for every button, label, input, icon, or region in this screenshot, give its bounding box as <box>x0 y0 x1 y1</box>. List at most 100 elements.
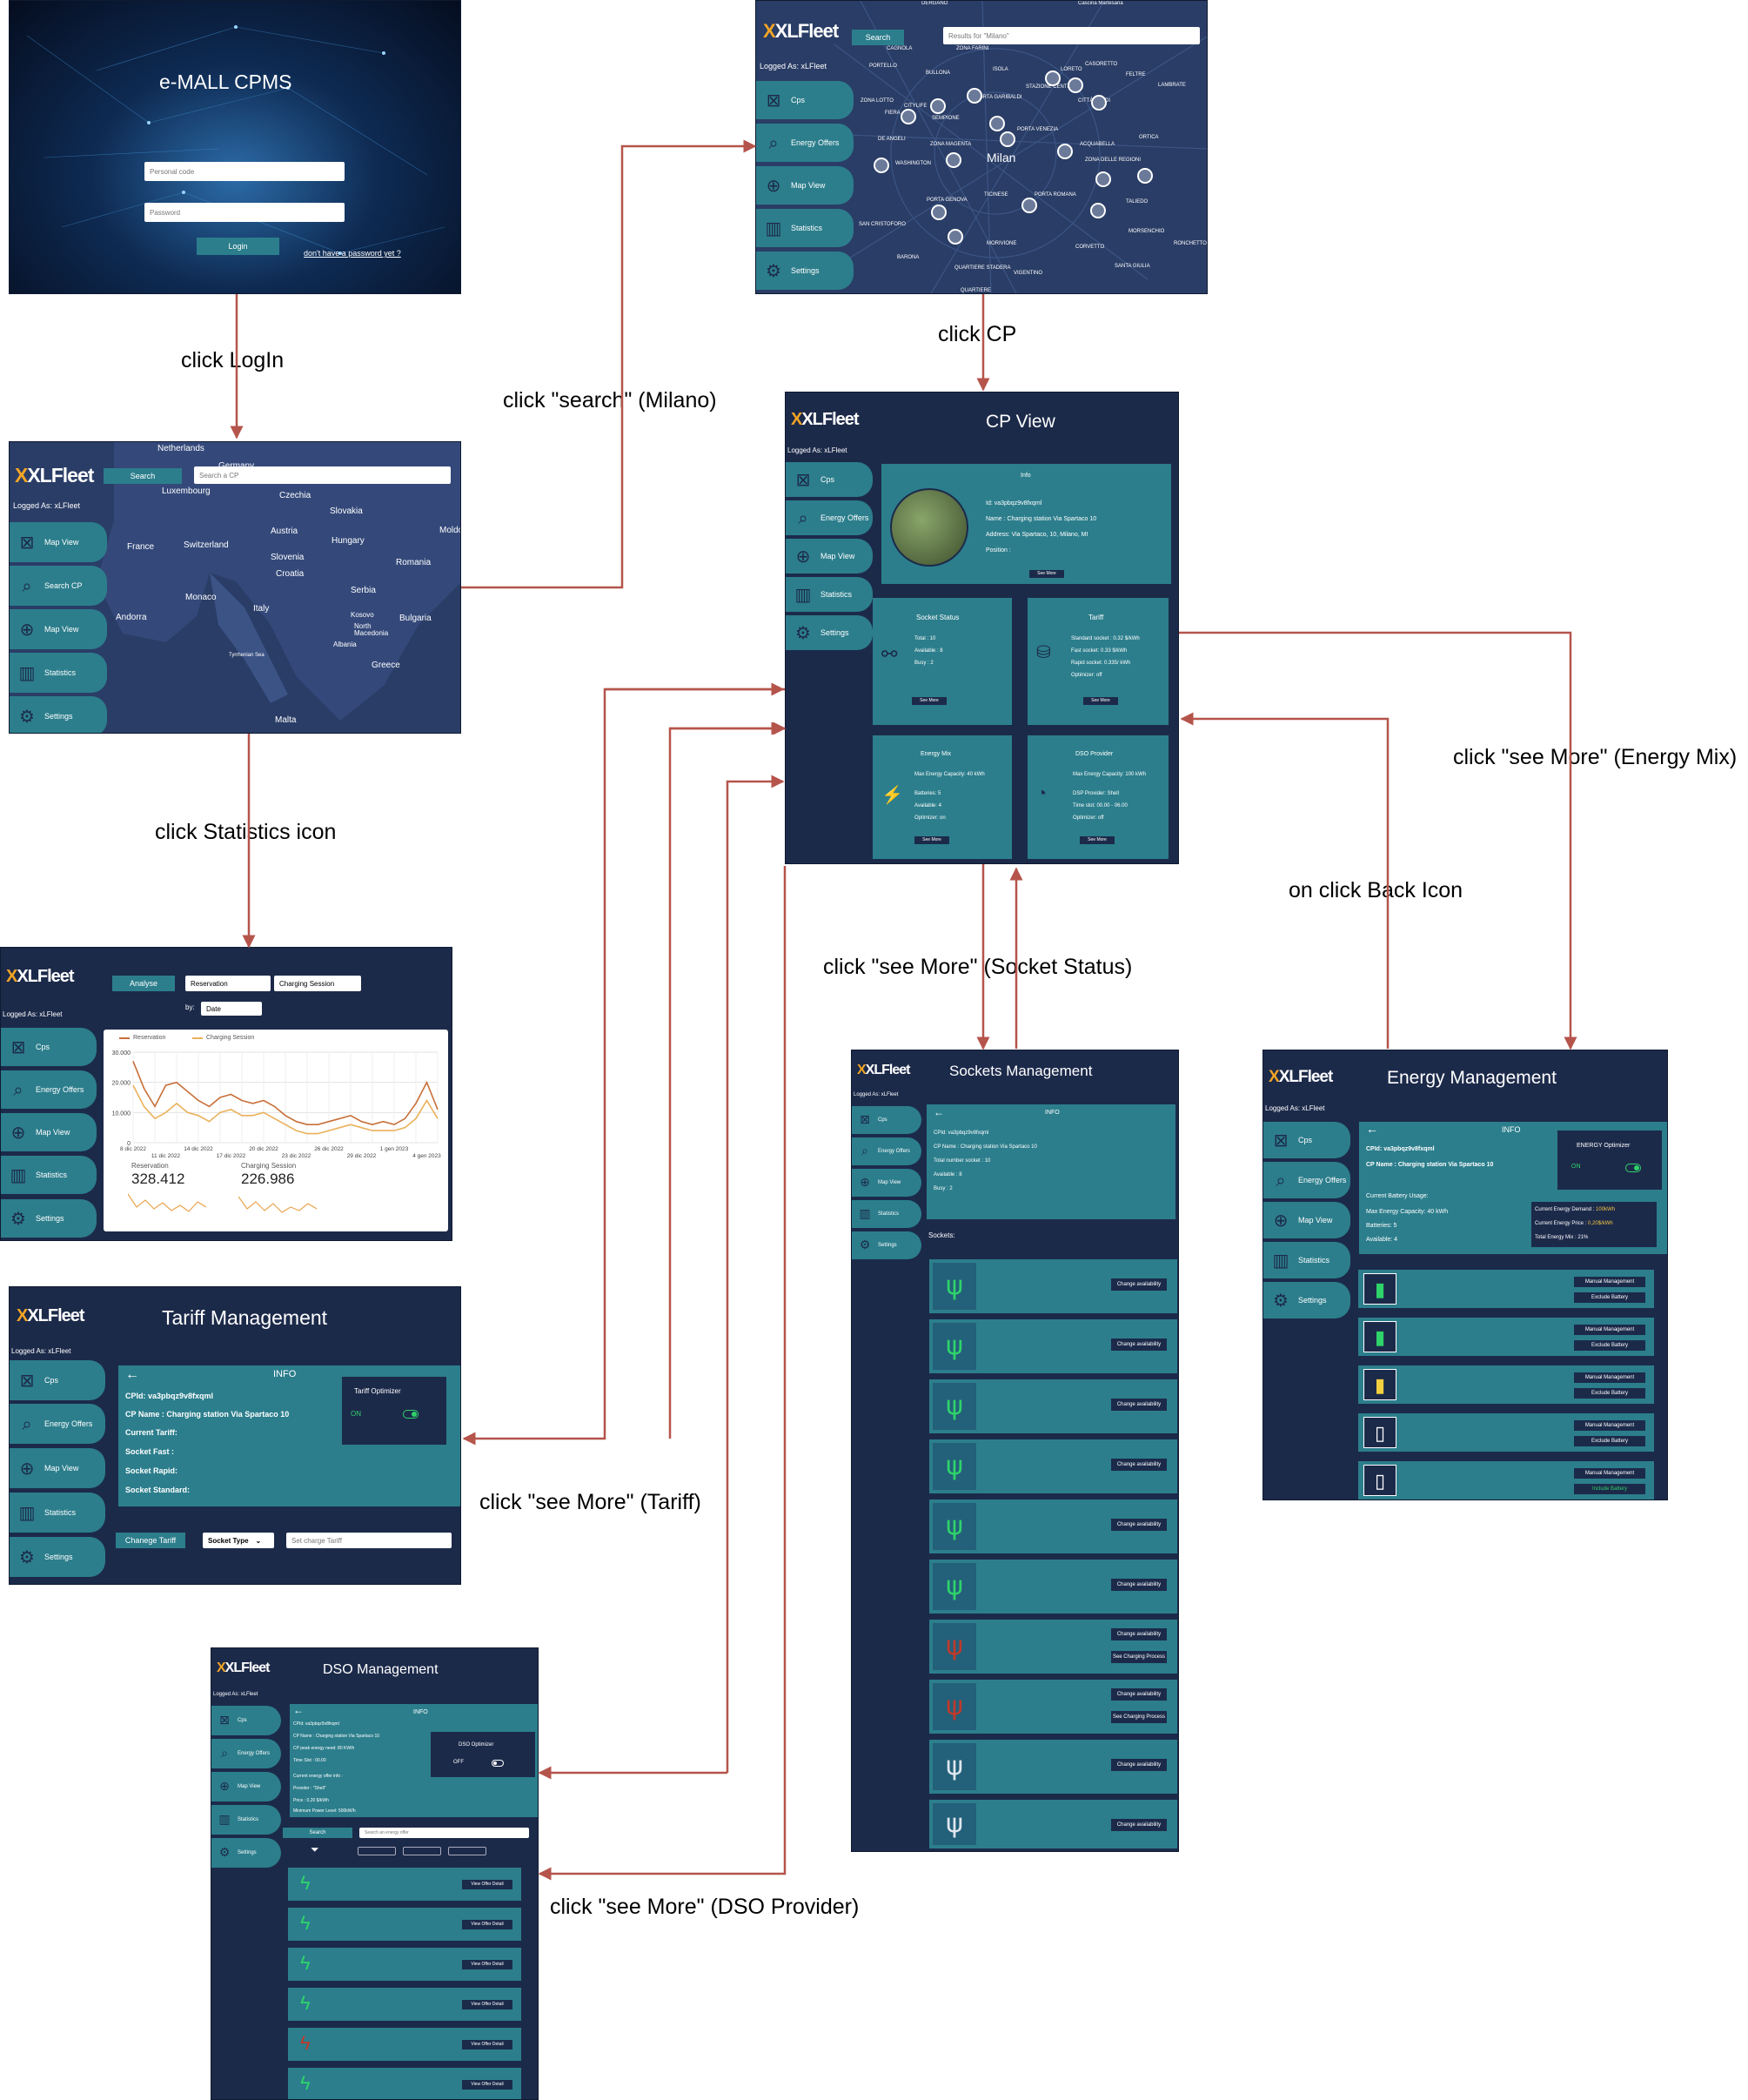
nav-statistics[interactable]: ▥Statistics <box>10 1493 105 1533</box>
search-cp-input[interactable]: Search a CP <box>194 466 451 484</box>
change-availability-button[interactable]: Change availability <box>1111 1819 1167 1831</box>
nav-energy-offers[interactable]: ⌕Energy Offers <box>10 1404 105 1444</box>
manual-management-button[interactable]: Manual Management <box>1574 1420 1645 1431</box>
reservation-select[interactable]: Reservation <box>185 976 271 991</box>
change-availability-button[interactable]: Change availability <box>1111 1399 1167 1411</box>
nav-map-view[interactable]: ⊕Map View <box>1 1113 97 1151</box>
back-arrow-icon[interactable]: ← <box>1366 1122 1378 1136</box>
nav-settings[interactable]: ⚙Settings <box>1263 1282 1350 1318</box>
nav-statistics[interactable]: ▥Statistics <box>1 1156 97 1194</box>
nav-statistics[interactable]: ▥Statistics <box>1263 1242 1350 1278</box>
nav-energy-offers[interactable]: ⌕Energy Offers <box>1263 1162 1350 1198</box>
cp-pin[interactable] <box>989 116 1005 131</box>
nav-energy-offers[interactable]: ⌕Energy Offers <box>852 1137 921 1165</box>
nav-cps[interactable]: ⊠Cps <box>1263 1122 1350 1158</box>
filter-icon[interactable]: ⏷ <box>311 1843 319 1855</box>
view-offer-button[interactable]: View Offer Detail <box>462 1880 512 1889</box>
include-battery-button[interactable]: Include Battery <box>1574 1484 1645 1494</box>
nav-energy-offers[interactable]: ⌕Energy Offers <box>211 1739 281 1768</box>
view-offer-button[interactable]: View Offer Detail <box>462 2000 512 2009</box>
charging-session-select[interactable]: Charging Session <box>274 976 361 991</box>
exclude-battery-button[interactable]: Exclude Battery <box>1574 1388 1645 1399</box>
cp-pin[interactable] <box>948 229 963 245</box>
cp-pin[interactable] <box>1057 144 1073 159</box>
nav-settings[interactable]: ⚙Settings <box>1 1199 97 1238</box>
back-arrow-icon[interactable]: ← <box>934 1106 944 1118</box>
search-offer-input[interactable]: Search an energy offer <box>359 1828 529 1838</box>
cp-pin[interactable] <box>967 88 982 104</box>
nav-statistics[interactable]: ▥Statistics <box>786 577 873 612</box>
nav-map-view[interactable]: ⊕Map View <box>10 1448 105 1488</box>
cp-pin[interactable] <box>1090 203 1106 218</box>
dso-see-more-button[interactable]: See More <box>1080 836 1115 844</box>
manual-management-button[interactable]: Manual Management <box>1574 1372 1645 1383</box>
nav-map-view[interactable]: ⊕Map View <box>211 1772 281 1801</box>
search-input[interactable]: Results for "Milano" <box>943 27 1200 44</box>
view-offer-button[interactable]: View Offer Detail <box>462 1920 512 1929</box>
nav-cps[interactable]: ⊠Cps <box>10 1360 105 1400</box>
see-charging-process-button[interactable]: See Charging Process <box>1111 1651 1167 1663</box>
nav-cps[interactable]: ⊠Cps <box>786 462 873 497</box>
nav-settings[interactable]: ⚙Settings <box>852 1231 921 1259</box>
search-button[interactable]: Search <box>852 30 904 45</box>
filter-select[interactable] <box>403 1847 441 1855</box>
personal-code-input[interactable]: Personal code <box>144 162 345 181</box>
cp-pin[interactable] <box>901 109 916 124</box>
nav-map-view[interactable]: ⊕Map View <box>852 1169 921 1197</box>
nav-cps[interactable]: ⊠Cps <box>852 1106 921 1134</box>
login-button[interactable]: Login <box>197 238 279 255</box>
nav-map-view[interactable]: ⊕Map View <box>1263 1202 1350 1238</box>
nav-statistics[interactable]: ▥Statistics <box>211 1805 281 1835</box>
cp-pin[interactable] <box>1095 171 1111 187</box>
change-availability-button[interactable]: Change availability <box>1111 1519 1167 1531</box>
search-offer-button[interactable]: Search <box>283 1828 352 1838</box>
nav-statistics[interactable]: ▥Statistics <box>10 653 107 693</box>
socket-status-see-more-button[interactable]: See More <box>912 697 947 705</box>
change-availability-button[interactable]: Change availability <box>1111 1759 1167 1771</box>
cp-pin[interactable] <box>930 98 946 114</box>
cp-pin[interactable] <box>1091 95 1107 111</box>
cp-pin[interactable] <box>1045 70 1061 86</box>
forgot-password-link[interactable]: don't have a password yet ? <box>304 249 401 258</box>
set-charge-tariff-input[interactable]: Set charge Tariff <box>286 1533 452 1548</box>
nav-map-view[interactable]: ⊠Map View <box>10 522 107 562</box>
cp-pin[interactable] <box>931 205 947 220</box>
socket-type-select[interactable]: Socket Type⌄ <box>203 1533 274 1548</box>
nav-statistics[interactable]: ▥Statistics <box>756 209 854 247</box>
info-see-more-button[interactable]: See More <box>1029 570 1064 578</box>
view-offer-button[interactable]: View Offer Detail <box>462 2040 512 2050</box>
cp-pin[interactable] <box>1000 131 1015 147</box>
nav-energy-offers[interactable]: ⌕Energy Offers <box>756 124 854 162</box>
search-button[interactable]: Search <box>104 468 182 484</box>
manual-management-button[interactable]: Manual Management <box>1574 1277 1645 1287</box>
optimizer-toggle[interactable] <box>403 1410 419 1419</box>
optimizer-toggle[interactable] <box>492 1760 504 1767</box>
energy-mix-see-more-button[interactable]: See More <box>914 836 949 844</box>
date-select[interactable]: Date <box>201 1002 262 1016</box>
view-offer-button[interactable]: View Offer Detail <box>462 1960 512 1969</box>
exclude-battery-button[interactable]: Exclude Battery <box>1574 1436 1645 1446</box>
cp-pin[interactable] <box>1068 77 1083 93</box>
nav-energy-offers[interactable]: ⌕Energy Offers <box>1 1070 97 1109</box>
nav-search-cp[interactable]: ⌕Search CP <box>10 566 107 606</box>
change-availability-button[interactable]: Change availability <box>1111 1338 1167 1351</box>
cp-pin[interactable] <box>1021 198 1037 213</box>
filter-select[interactable] <box>358 1847 396 1855</box>
nav-energy-offers[interactable]: ⌕Energy Offers <box>786 500 873 535</box>
nav-map-view-2[interactable]: ⊕Map View <box>10 609 107 649</box>
password-input[interactable]: Password <box>144 203 345 222</box>
cp-pin[interactable] <box>1137 168 1153 184</box>
nav-cps[interactable]: ⊠Cps <box>211 1706 281 1735</box>
cp-pin[interactable] <box>874 158 889 173</box>
optimizer-toggle[interactable] <box>1625 1164 1641 1172</box>
change-availability-button[interactable]: Change availability <box>1111 1278 1167 1291</box>
nav-cps[interactable]: ⊠Cps <box>756 81 854 119</box>
change-availability-button[interactable]: Change availability <box>1111 1688 1167 1701</box>
manual-management-button[interactable]: Manual Management <box>1574 1468 1645 1479</box>
exclude-battery-button[interactable]: Exclude Battery <box>1574 1340 1645 1351</box>
change-availability-button[interactable]: Change availability <box>1111 1628 1167 1640</box>
back-arrow-icon[interactable]: ← <box>293 1704 304 1716</box>
change-availability-button[interactable]: Change availability <box>1111 1579 1167 1591</box>
change-availability-button[interactable]: Change availability <box>1111 1459 1167 1471</box>
nav-settings[interactable]: ⚙Settings <box>756 252 854 290</box>
